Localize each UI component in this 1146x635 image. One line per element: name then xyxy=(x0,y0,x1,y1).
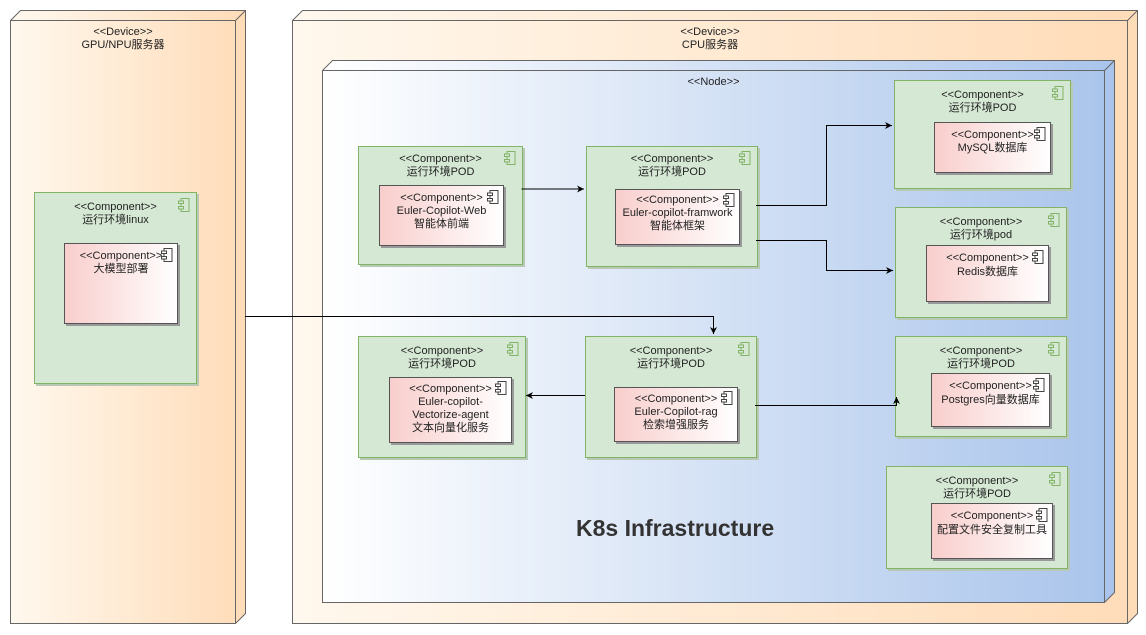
component-stereotype: <<Component>> xyxy=(74,201,157,213)
component-rag: <<Component>> 运行环境POD <<Component>> Eule… xyxy=(585,336,757,458)
component-icon xyxy=(721,391,733,405)
edge-framework-to-redis xyxy=(756,240,893,274)
component-framework: <<Component>> 运行环境POD <<Component>> Eule… xyxy=(586,146,758,267)
inner-stereotype: <<Component>> xyxy=(409,383,492,395)
inner-line: Vectorize-agent xyxy=(412,409,489,421)
edge-framework-to-mysql xyxy=(756,122,892,206)
inner-component-postgres: <<Component>> Postgres向量数据库 xyxy=(931,373,1050,427)
edge-linux-to-rag xyxy=(245,316,717,334)
inner-line: Postgres向量数据库 xyxy=(941,394,1040,406)
component-icon xyxy=(738,342,750,356)
component-stereotype: <<Component>> xyxy=(400,345,484,357)
component-icon xyxy=(1036,508,1048,522)
component-stereotype: <<Component>> xyxy=(630,153,714,165)
inner-line: 检索增强服务 xyxy=(643,419,709,431)
inner-line: Euler-copilot- xyxy=(418,396,483,408)
component-icon xyxy=(1048,342,1060,356)
inner-line: Euler-Copilot-rag xyxy=(634,406,718,418)
component-icon xyxy=(1032,250,1044,264)
inner-line: 配置文件安全复制工具 xyxy=(937,524,1047,536)
component-icon xyxy=(1049,472,1061,486)
inner-line: 大模型部署 xyxy=(93,263,149,275)
component-postgres: <<Component>> 运行环境POD <<Component>> Post… xyxy=(895,336,1067,437)
inner-line: 智能体前端 xyxy=(414,218,469,230)
device-gpu-name: GPU/NPU服务器 xyxy=(81,39,165,51)
inner-component-mysql: <<Component>> MySQL数据库 xyxy=(934,122,1051,173)
component-vectorize: <<Component>> 运行环境POD <<Component>> Eule… xyxy=(358,336,526,458)
inner-stereotype: <<Component>> xyxy=(949,380,1032,392)
component-name: 运行环境pod xyxy=(949,229,1013,241)
inner-stereotype: <<Component>> xyxy=(400,192,483,204)
inner-stereotype: <<Component>> xyxy=(79,250,163,262)
component-name: 运行环境POD xyxy=(948,102,1017,114)
component-icon xyxy=(1048,213,1060,227)
node-stereotype: <<Node>> xyxy=(687,76,740,88)
component-icon xyxy=(723,193,735,207)
component-name: 运行环境POD xyxy=(637,358,705,370)
inner-stereotype: <<Component>> xyxy=(951,129,1034,141)
inner-line: Euler-Copilot-Web xyxy=(396,205,487,217)
inner-component-rag: <<Component>> Euler-Copilot-rag 检索增强服务 xyxy=(614,387,738,442)
component-icon xyxy=(495,381,507,395)
inner-component-vectorize: <<Component>> Euler-copilot- Vectorize-a… xyxy=(389,377,512,443)
component-icon xyxy=(504,151,516,165)
component-name: 运行环境POD xyxy=(943,488,1011,500)
component-icon xyxy=(739,151,751,165)
inner-stereotype: <<Component>> xyxy=(946,252,1029,264)
component-stereotype: <<Component>> xyxy=(941,89,1024,101)
component-redis: <<Component>> 运行环境pod <<Component>> Redi… xyxy=(895,207,1067,318)
inner-stereotype: <<Component>> xyxy=(636,194,719,206)
node-title: K8s Infrastructure xyxy=(576,515,775,541)
device-cpu-name: CPU服务器 xyxy=(681,39,739,51)
component-stereotype: <<Component>> xyxy=(629,345,713,357)
edge-rag-to-postgres xyxy=(755,397,900,406)
component-name: 运行环境POD xyxy=(406,166,475,178)
device-cpu-stereotype: <<Device>> xyxy=(680,26,740,38)
inner-line: 文本向量化服务 xyxy=(412,422,489,434)
device-gpu-stereotype: <<Device>> xyxy=(93,26,153,38)
inner-stereotype: <<Component>> xyxy=(634,393,718,405)
inner-component-redis: <<Component>> Redis数据库 xyxy=(926,245,1049,302)
component-icon xyxy=(178,198,190,212)
component-icon xyxy=(1033,378,1045,392)
inner-line: Redis数据库 xyxy=(956,266,1019,278)
inner-line: Euler-copilot-framwork xyxy=(622,207,733,219)
component-icon xyxy=(487,190,499,204)
component-icon xyxy=(507,342,519,356)
inner-component-web: <<Component>> Euler-Copilot-Web 智能体前端 xyxy=(379,185,504,246)
component-web: <<Component>> 运行环境POD <<Component>> Eule… xyxy=(358,146,523,265)
component-mysql: <<Component>> 运行环境POD <<Component>> MySQ… xyxy=(894,80,1071,189)
inner-stereotype: <<Component>> xyxy=(950,510,1034,522)
component-stereotype: <<Component>> xyxy=(939,216,1023,228)
inner-line: MySQL数据库 xyxy=(957,142,1028,154)
component-name: 运行环境POD xyxy=(947,358,1015,370)
component-config: <<Component>> 运行环境POD <<Component>> 配置文件… xyxy=(886,466,1068,569)
component-stereotype: <<Component>> xyxy=(399,153,482,165)
inner-component-linux: <<Component>> 大模型部署 xyxy=(64,243,178,324)
component-icon xyxy=(1052,86,1064,100)
inner-line: 智能体框架 xyxy=(650,220,705,232)
component-icon xyxy=(161,248,173,262)
component-stereotype: <<Component>> xyxy=(935,475,1019,487)
inner-component-framework: <<Component>> Euler-copilot-framwork 智能体… xyxy=(615,189,740,245)
component-name: 运行环境POD xyxy=(408,358,476,370)
component-linux: <<Component>> 运行环境linux <<Component>> 大模… xyxy=(34,192,197,384)
inner-component-config: <<Component>> 配置文件安全复制工具 xyxy=(931,503,1053,559)
component-icon xyxy=(1034,127,1046,141)
component-stereotype: <<Component>> xyxy=(939,345,1023,357)
component-name: 运行环境linux xyxy=(82,214,149,226)
component-name: 运行环境POD xyxy=(638,166,706,178)
